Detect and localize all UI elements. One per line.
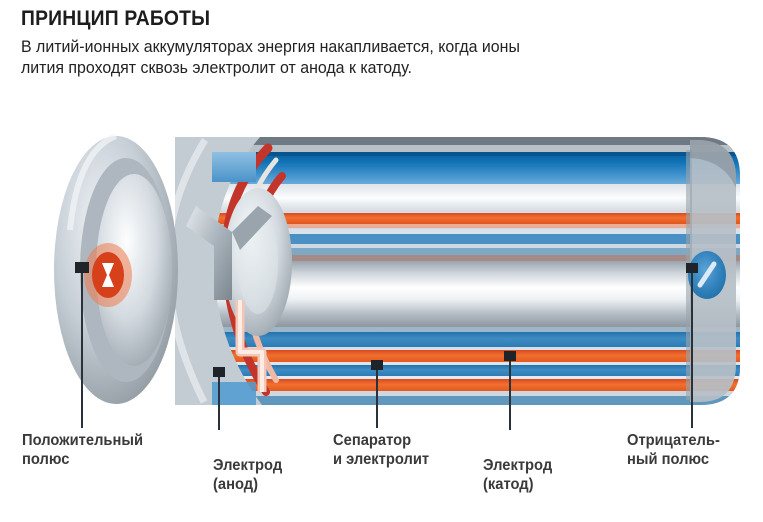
thin-electrode-b: [175, 248, 740, 255]
cutaway-face: [175, 137, 262, 405]
thin-electrode-a: [175, 234, 740, 244]
leader-marker-positive-terminal: [75, 262, 89, 273]
upper-cathode-line: [175, 213, 740, 224]
top-electrode-band: [210, 152, 740, 184]
negative-terminal-group: [688, 251, 726, 299]
callout-positive-terminal-line1: Положительный: [22, 432, 144, 449]
callout-positive-terminal: Положительный полюс: [22, 432, 143, 469]
positive-vent-x-icon: [102, 263, 114, 287]
lower-cathode-band-2: [175, 379, 740, 392]
callout-negative-terminal: Отрицатель- ный полюс: [627, 432, 720, 469]
connector-tab-arm: [232, 206, 272, 250]
callout-anode: Электрод (анод): [213, 457, 282, 494]
lower-separator-a: [175, 327, 740, 333]
flange-highlight: [67, 133, 118, 231]
callout-anode-line1: Электрод: [213, 457, 283, 474]
callout-cathode: Электрод (катод): [483, 457, 552, 494]
lower-anode-band-2: [175, 365, 740, 377]
leader-marker-anode: [213, 367, 225, 377]
casing-top-rim: [175, 137, 740, 148]
lower-separator-b: [175, 347, 740, 351]
callout-leaders: [75, 262, 698, 430]
left-blue-cap-accent: [212, 152, 256, 182]
leader-marker-negative-terminal: [686, 263, 698, 273]
intro-line-1: В литий-ионных аккумуляторах энергия нак…: [21, 38, 520, 56]
casing-top-highlight: [175, 145, 740, 152]
flange-bore: [96, 174, 172, 366]
right-end-cap-shade: [690, 140, 736, 188]
callout-positive-terminal-line2: полюс: [22, 450, 70, 468]
lower-separator-c: [175, 362, 740, 366]
thin-electrode-c: [175, 255, 740, 261]
intro-line-2: лития проходят сквозь электролит от анод…: [21, 59, 412, 77]
callout-separator: Сепаратор и электролит: [333, 432, 429, 469]
negative-slash-icon: [697, 261, 717, 288]
callout-separator-line1: Сепаратор: [333, 432, 412, 449]
lower-anode-band-1: [175, 332, 740, 348]
callout-cathode-line1: Электрод: [483, 457, 553, 474]
top-electrode-shadow: [210, 152, 740, 156]
left-end-flange: [54, 133, 178, 404]
electrode-connector-tab: [186, 206, 232, 300]
leader-marker-separator: [371, 360, 383, 370]
lower-separator-e: [175, 391, 740, 397]
thin-separator-a: [175, 229, 740, 234]
upper-cathode-edge: [175, 224, 740, 228]
thin-separator-b: [175, 244, 740, 248]
electrolyte-path-core: [238, 300, 264, 392]
lower-anode-band-3: [175, 396, 740, 405]
callout-negative-terminal-line1: Отрицатель-: [627, 432, 720, 449]
page-title: ПРИНЦИП РАБОТЫ: [21, 7, 211, 30]
leader-marker-cathode: [504, 351, 516, 361]
callout-separator-line2: и электролит: [333, 450, 430, 468]
lower-separator-d: [175, 376, 740, 380]
intro-paragraph: В литий-ионных аккумуляторах энергия нак…: [21, 37, 716, 79]
callout-negative-terminal-line2: ный полюс: [627, 450, 710, 468]
lower-cathode-band-1: [175, 350, 740, 363]
cutaway-face-highlight: [175, 138, 208, 404]
callout-cathode-line2: (катод): [483, 475, 534, 493]
callout-anode-line2: (анод): [213, 475, 259, 493]
electrode-layer-stack: [175, 137, 740, 405]
left-blue-base-accent: [212, 382, 256, 405]
battery-cutaway-illustration: [54, 133, 740, 430]
